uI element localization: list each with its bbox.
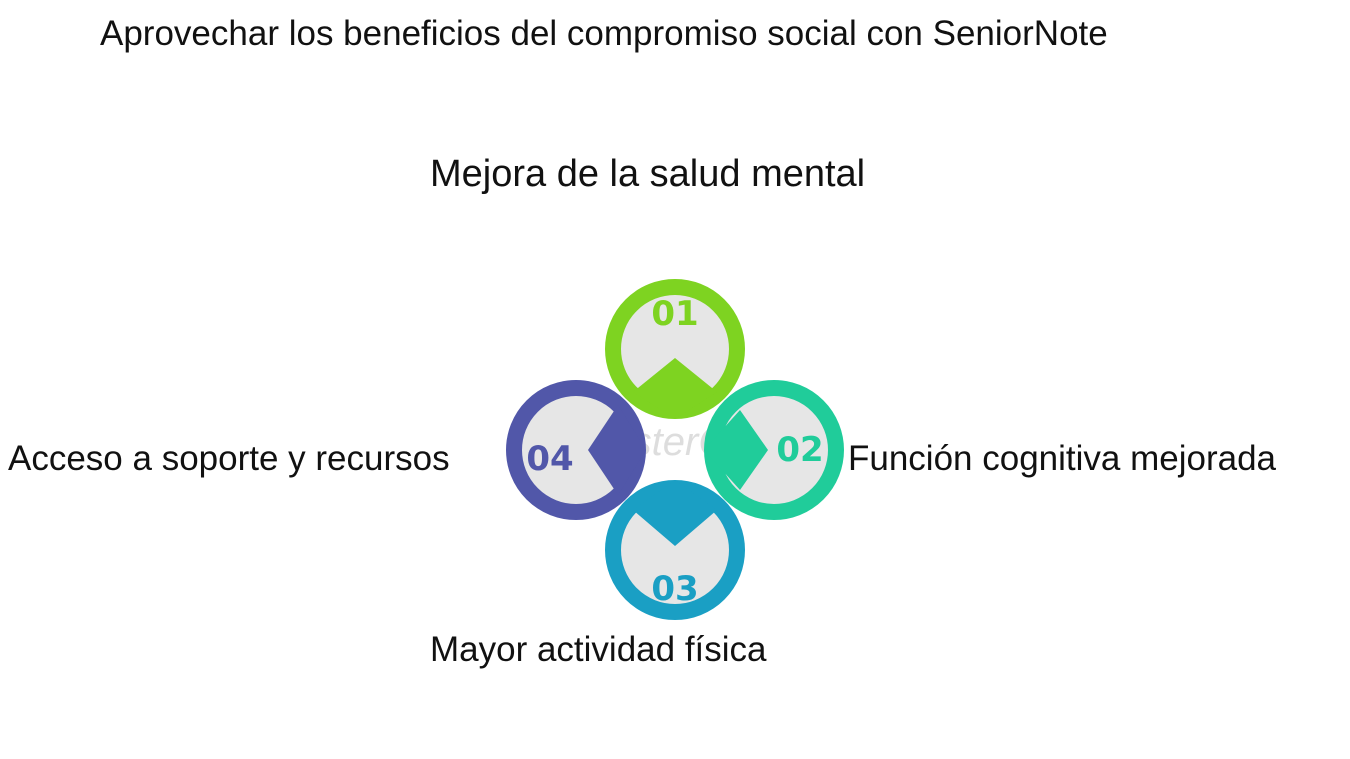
ring-03-number: 03: [651, 569, 698, 609]
ring-02: 02: [704, 380, 844, 520]
ring-02-number: 02: [776, 430, 823, 470]
ring-04: 04: [506, 380, 646, 520]
ring-03-pointer: [633, 480, 717, 546]
ring-01-pointer: [633, 358, 717, 419]
item-label-02: Función cognitiva mejorada: [848, 439, 1277, 478]
ring-04-number: 04: [526, 439, 573, 479]
ring-02-pointer: [704, 410, 768, 490]
item-label-01: Mejora de la salud mental: [430, 153, 866, 195]
page-title: Aprovechar los beneficios del compromiso…: [100, 14, 1108, 53]
ring-01-number: 01: [651, 294, 698, 334]
item-label-03: Mayor actividad física: [430, 630, 767, 669]
ring-03: 03: [605, 480, 745, 620]
ring-01: 01: [605, 279, 745, 419]
ring-04-pointer: [588, 405, 646, 495]
item-label-04: Acceso a soporte y recursos: [8, 439, 450, 478]
